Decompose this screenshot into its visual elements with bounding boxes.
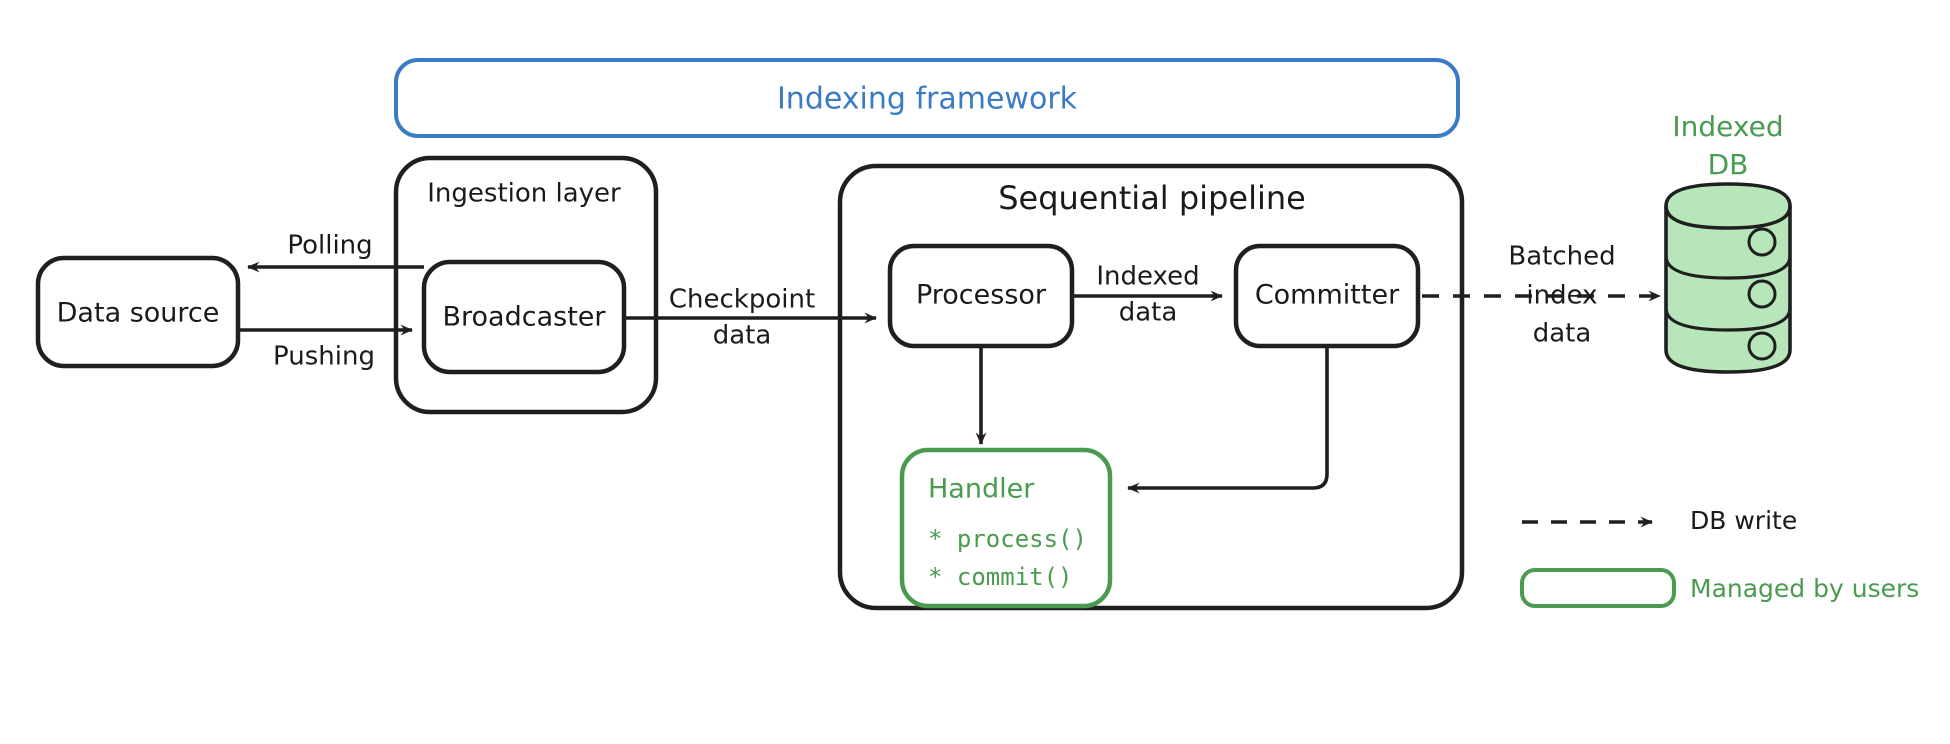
batched-label-line2: index [1526, 281, 1597, 311]
handler-title: Handler [928, 474, 1035, 505]
db-cylinder-body [1666, 206, 1790, 372]
node-handler[interactable]: Handler * process() * commit() [899, 447, 1113, 609]
broadcaster-label: Broadcaster [443, 302, 607, 333]
db-band-divider-1 [1664, 255, 1792, 280]
ingestion-layer-label: Ingestion layer [427, 179, 621, 209]
indexed-db-label-line2: DB [1708, 148, 1749, 181]
handler-method-process: * process() [928, 525, 1087, 553]
data-source-box[interactable] [35, 255, 241, 369]
batched-label-line3: data [1533, 319, 1592, 349]
db-cylinder-top [1664, 182, 1792, 230]
db-cylinder-outline [1664, 206, 1792, 374]
db-band-divider-2 [1664, 307, 1792, 332]
edge-committer-to-handler [1127, 346, 1329, 494]
legend-label-managed-by-users: Managed by users [1690, 574, 1919, 603]
processor-label: Processor [916, 280, 1047, 311]
committer-handler-arrow-line [1127, 346, 1329, 494]
checkpoint-label-line2: data [713, 321, 772, 351]
data-source-label: Data source [57, 298, 220, 329]
node-committer[interactable]: Committer [1233, 243, 1421, 349]
handler-method-commit: * commit() [928, 563, 1073, 591]
framework-title: Indexing framework [777, 82, 1078, 117]
legend-label-db-write: DB write [1690, 506, 1797, 535]
legend-item-db-write: DB write [1522, 506, 1797, 535]
node-data-source[interactable]: Data source [35, 255, 241, 369]
handler-box[interactable] [899, 447, 1113, 609]
edge-batched-index-data: Batched index data [1422, 242, 1661, 349]
indexed-db-label-line1: Indexed [1672, 110, 1783, 143]
indexing-framework-container: Indexing framework [394, 58, 1460, 138]
node-broadcaster[interactable]: Broadcaster [421, 259, 627, 375]
committer-label: Committer [1255, 280, 1400, 311]
framework-box [394, 58, 1460, 138]
legend-item-managed-by-users: Managed by users [1520, 568, 1919, 608]
indexed-data-label-line2: data [1119, 298, 1178, 328]
node-indexed-db[interactable]: Indexed DB [1664, 110, 1792, 374]
edge-checkpoint-data: Checkpoint data [624, 285, 877, 351]
sequential-pipeline-label: Sequential pipeline [998, 179, 1306, 217]
legend-green-box-icon [1520, 568, 1676, 608]
checkpoint-label-line1: Checkpoint [669, 285, 815, 315]
edge-polling: Polling [247, 231, 424, 273]
pushing-label: Pushing [273, 342, 375, 372]
node-processor[interactable]: Processor [887, 243, 1075, 349]
db-indicator-dot-1 [1747, 227, 1777, 257]
batched-label-line1: Batched [1508, 242, 1615, 272]
edge-indexed-data: Indexed data [1072, 262, 1223, 328]
polling-label: Polling [287, 231, 372, 261]
db-indicator-dot-3 [1747, 331, 1777, 361]
legend: DB write Managed by users [1520, 506, 1919, 608]
edge-pushing: Pushing [240, 324, 413, 372]
indexed-data-label-line1: Indexed [1096, 262, 1199, 292]
db-indicator-dot-2 [1747, 279, 1777, 309]
